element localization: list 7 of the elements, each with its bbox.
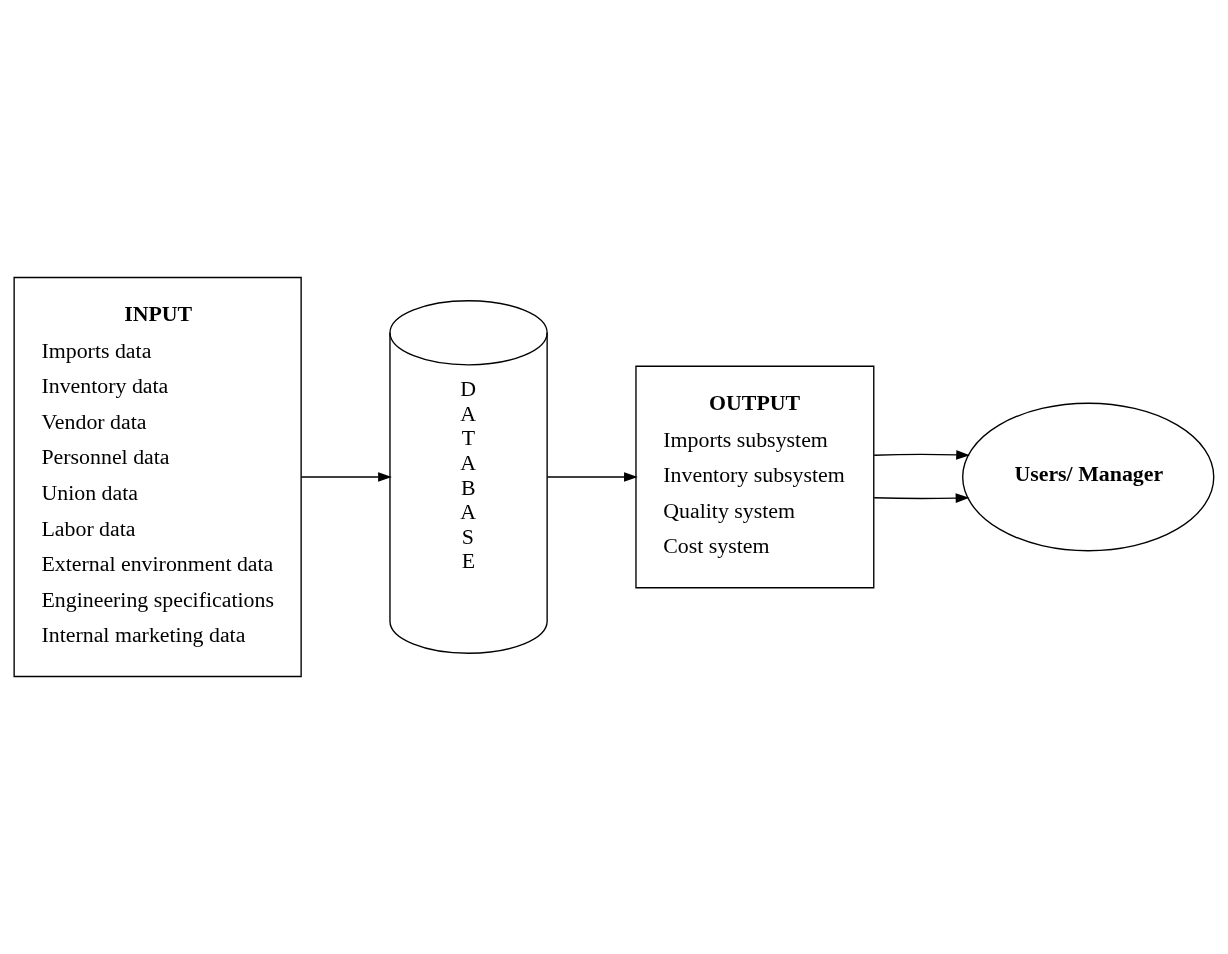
node-box: INPUT Imports data Inventory data Vendor data Personnel data Union data Labor data External environment data Engineering specifications Internal marketing data [13,276,302,678]
node-ellipse: Users/ Manager [962,402,1215,552]
arrow [873,450,970,460]
arrow [300,472,392,482]
arrow [546,472,638,482]
arrow [873,493,970,503]
node-box: OUTPUT Imports subsystem Inventory subsystem Quality system Cost system [635,365,875,589]
